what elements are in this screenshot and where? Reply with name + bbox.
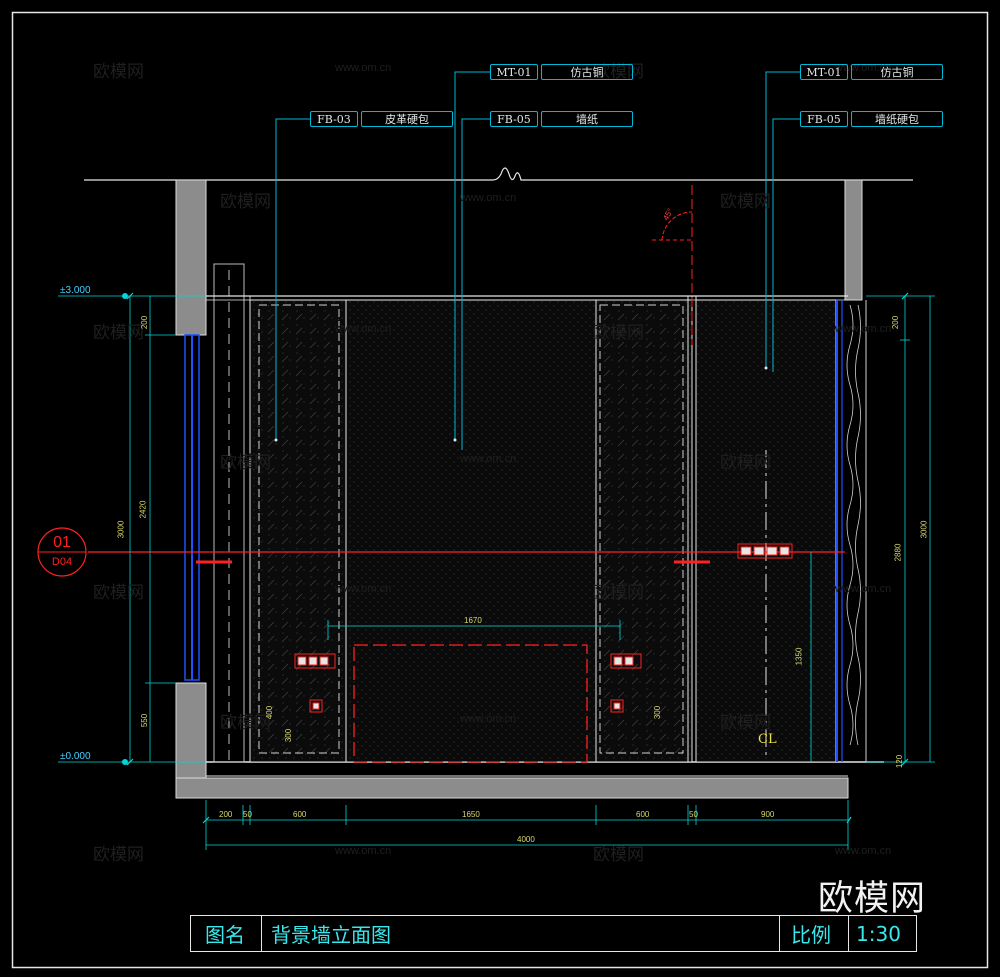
section-number: 01 xyxy=(53,534,71,551)
level-bottom: ±0.000 xyxy=(60,751,91,762)
title-block: 图名 背景墙立面图 比例 1:30 xyxy=(190,915,917,952)
tag-code-mt01-right: MT-01 xyxy=(800,64,848,80)
right-column xyxy=(844,179,863,301)
dim-50: 50 xyxy=(243,810,252,819)
left-column-top xyxy=(175,179,207,336)
tag-code-fb03: FB-03 xyxy=(310,111,358,127)
switch-panel-right xyxy=(737,543,793,559)
title-name-value: 背景墙立面图 xyxy=(271,923,391,947)
dim-left-v-550: 550 xyxy=(140,713,150,728)
center-wallpaper xyxy=(345,299,597,763)
section-sheet: D04 xyxy=(51,556,73,568)
dim-small-left-400: 400 xyxy=(265,705,275,720)
tag-name-mt01-right: 仿古铜 xyxy=(851,64,943,80)
dim-right-v-120: 120 xyxy=(895,754,905,769)
dim-inner-width: 1670 xyxy=(464,616,482,625)
dim-900: 900 xyxy=(761,810,775,819)
dim-right-v-2880: 2880 xyxy=(893,543,903,562)
sheet-border xyxy=(11,11,989,969)
curtain-wave xyxy=(846,304,854,746)
tag-code-fb05-right: FB-05 xyxy=(800,111,848,127)
dim-right-v-200: 200 xyxy=(891,315,901,330)
centerline-mark: CL xyxy=(758,732,777,747)
title-name-label: 图名 xyxy=(205,923,245,947)
tag-name-fb05-right: 墙纸硬包 xyxy=(851,111,943,127)
dim-50-right: 50 xyxy=(689,810,698,819)
floor-slab xyxy=(175,777,849,799)
dim-small-left-300: 300 xyxy=(284,728,294,743)
tv-outline xyxy=(353,644,588,763)
tag-name-mt01-center: 仿古铜 xyxy=(541,64,633,80)
dim-small-right-300: 300 xyxy=(653,705,663,720)
left-column-bottom xyxy=(175,682,207,779)
tag-code-fb05-center: FB-05 xyxy=(490,111,538,127)
tag-name-fb05-center: 墙纸 xyxy=(541,111,633,127)
dim-600-right: 600 xyxy=(636,810,650,819)
tag-code-mt01-center: MT-01 xyxy=(490,64,538,80)
dim-left-v-3000: 3000 xyxy=(116,520,126,539)
brand-logo: 欧模网 xyxy=(818,879,927,919)
dim-left-v-200: 200 xyxy=(140,315,150,330)
dim-overall: 4000 xyxy=(517,835,535,844)
ceiling-line xyxy=(84,167,913,181)
level-top: ±3.000 xyxy=(60,285,91,296)
dim-600-left: 600 xyxy=(293,810,307,819)
socket-left xyxy=(294,653,336,713)
dim-right-inner: 1350 xyxy=(794,647,804,666)
title-scale-label: 比例 xyxy=(791,923,831,947)
dim-200: 200 xyxy=(219,810,233,819)
dim-1650: 1650 xyxy=(462,810,480,819)
title-scale-value: 1:30 xyxy=(856,921,901,946)
tag-name-fb03: 皮革硬包 xyxy=(361,111,453,127)
socket-right xyxy=(610,653,642,713)
dim-left-v-2420: 2420 xyxy=(138,500,148,519)
dim-right-v-3000: 3000 xyxy=(919,520,929,539)
